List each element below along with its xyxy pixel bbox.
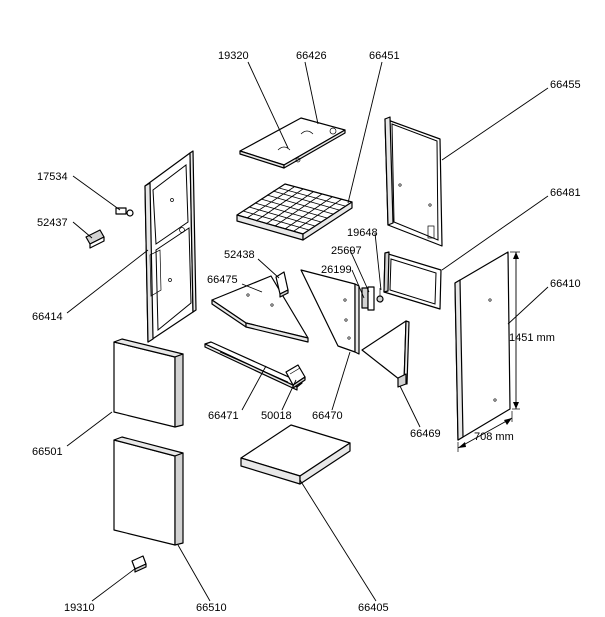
height-dimension-label: 1451 mm <box>509 332 555 344</box>
small-access-panel <box>383 251 442 310</box>
part-labels: 19320 66426 66451 66455 17534 52437 6641… <box>32 50 581 614</box>
label-66475: 66475 <box>207 274 238 286</box>
outer-side-panel <box>454 251 511 441</box>
label-52437: 52437 <box>37 217 68 229</box>
label-66481: 66481 <box>550 187 581 199</box>
baffle-center <box>300 269 360 355</box>
label-66410: 66410 <box>550 278 581 290</box>
label-19320: 19320 <box>218 50 249 62</box>
label-66426: 66426 <box>296 50 327 62</box>
label-19310: 19310 <box>64 602 95 614</box>
label-66414: 66414 <box>32 311 63 323</box>
bottom-plate <box>240 424 351 485</box>
lower-door <box>113 436 184 546</box>
label-66469: 66469 <box>410 428 441 440</box>
label-25697: 25697 <box>331 245 362 257</box>
label-66501: 66501 <box>32 446 63 458</box>
top-panel <box>239 117 346 169</box>
door-handle <box>131 555 147 573</box>
label-66405: 66405 <box>358 602 389 614</box>
label-19648: 19648 <box>347 227 378 239</box>
leader-lines <box>66 61 549 602</box>
left-frame <box>144 150 197 343</box>
bracket-50018 <box>285 364 306 389</box>
label-50018: 50018 <box>261 410 292 422</box>
baffle-right <box>361 320 410 388</box>
small-bracket <box>85 229 105 249</box>
label-66470: 66470 <box>312 410 343 422</box>
baffle-left <box>211 275 309 343</box>
label-26199: 26199 <box>321 264 352 276</box>
filter-grid <box>236 183 353 241</box>
inner-side-panel <box>384 116 443 247</box>
label-17534: 17534 <box>37 171 68 183</box>
label-52438: 52438 <box>224 249 255 261</box>
upper-door <box>113 338 184 428</box>
label-66471: 66471 <box>208 410 239 422</box>
width-dimension <box>457 411 513 452</box>
width-dimension-label: 708 mm <box>474 431 514 443</box>
label-66451: 66451 <box>369 50 400 62</box>
screw-part <box>115 207 134 217</box>
rail-66471 <box>204 341 303 391</box>
small-parts-cluster <box>361 286 384 311</box>
label-66510: 66510 <box>196 602 227 614</box>
label-66455: 66455 <box>550 79 581 91</box>
height-dimension <box>510 251 520 410</box>
